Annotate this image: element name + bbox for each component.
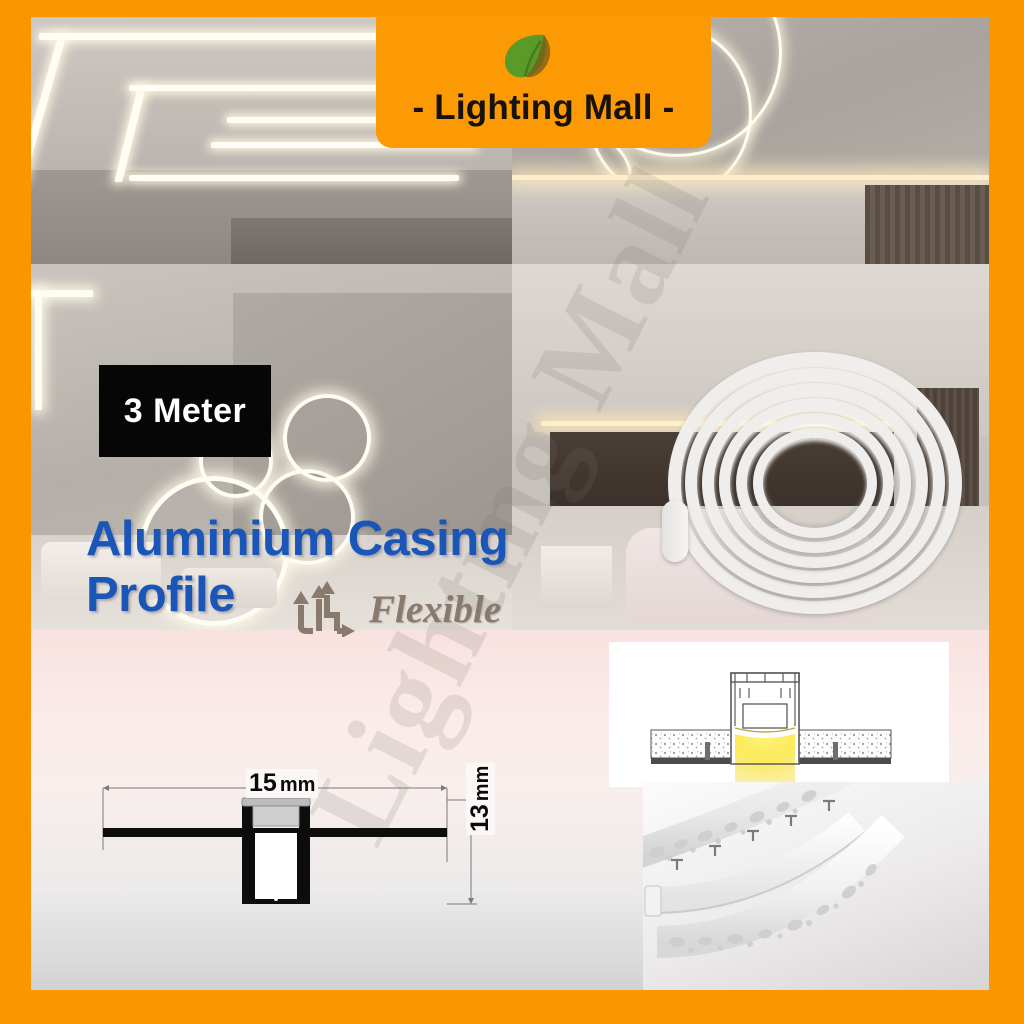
cove-glow: [512, 175, 989, 181]
led-line: [31, 290, 93, 297]
product-title-line-1: Aluminium Casing: [86, 512, 509, 566]
table: [181, 568, 277, 608]
photo-coiled-profile: [662, 352, 962, 620]
led-line: [35, 290, 42, 410]
led-line: [114, 87, 146, 182]
dimension-svg: [102, 785, 477, 905]
photo-curved-profiles: [643, 782, 989, 990]
install-svg: [650, 672, 892, 783]
led-line: [39, 33, 469, 40]
coil-ring: [719, 398, 911, 568]
length-badge-label: 3 Meter: [123, 391, 247, 430]
sofa: [41, 542, 161, 600]
led-line: [211, 142, 476, 148]
led-line: [227, 117, 467, 123]
coil-ring: [736, 413, 894, 553]
diagram-profile-dimensions: [91, 752, 511, 942]
flexible-label: Flexible: [369, 587, 502, 631]
coil-end: [662, 500, 688, 562]
led-line: [129, 85, 459, 91]
leaf-icon: [504, 34, 550, 78]
nightstand: [540, 545, 613, 609]
curved-svg: [643, 782, 905, 958]
photo-ceiling-rings: [31, 264, 512, 630]
brand-name: - Lighting Mall -: [412, 88, 675, 127]
flexible-arrows-icon: [293, 581, 355, 637]
brand-logo-banner: - Lighting Mall -: [376, 17, 711, 148]
led-ring: [283, 394, 371, 482]
product-title: Aluminium Casing Profile: [86, 511, 509, 623]
diagram-installation-cross-section: [609, 642, 949, 787]
product-title-line-2: Profile: [86, 568, 235, 622]
dimension-height-label: 13mm: [466, 762, 495, 835]
coil-ring: [753, 428, 877, 538]
curtain: [864, 184, 989, 264]
length-badge: 3 Meter: [99, 365, 271, 457]
led-line: [129, 175, 459, 181]
flexible-feature: Flexible: [293, 581, 501, 637]
dark-band: [231, 218, 512, 264]
led-line: [31, 35, 67, 185]
